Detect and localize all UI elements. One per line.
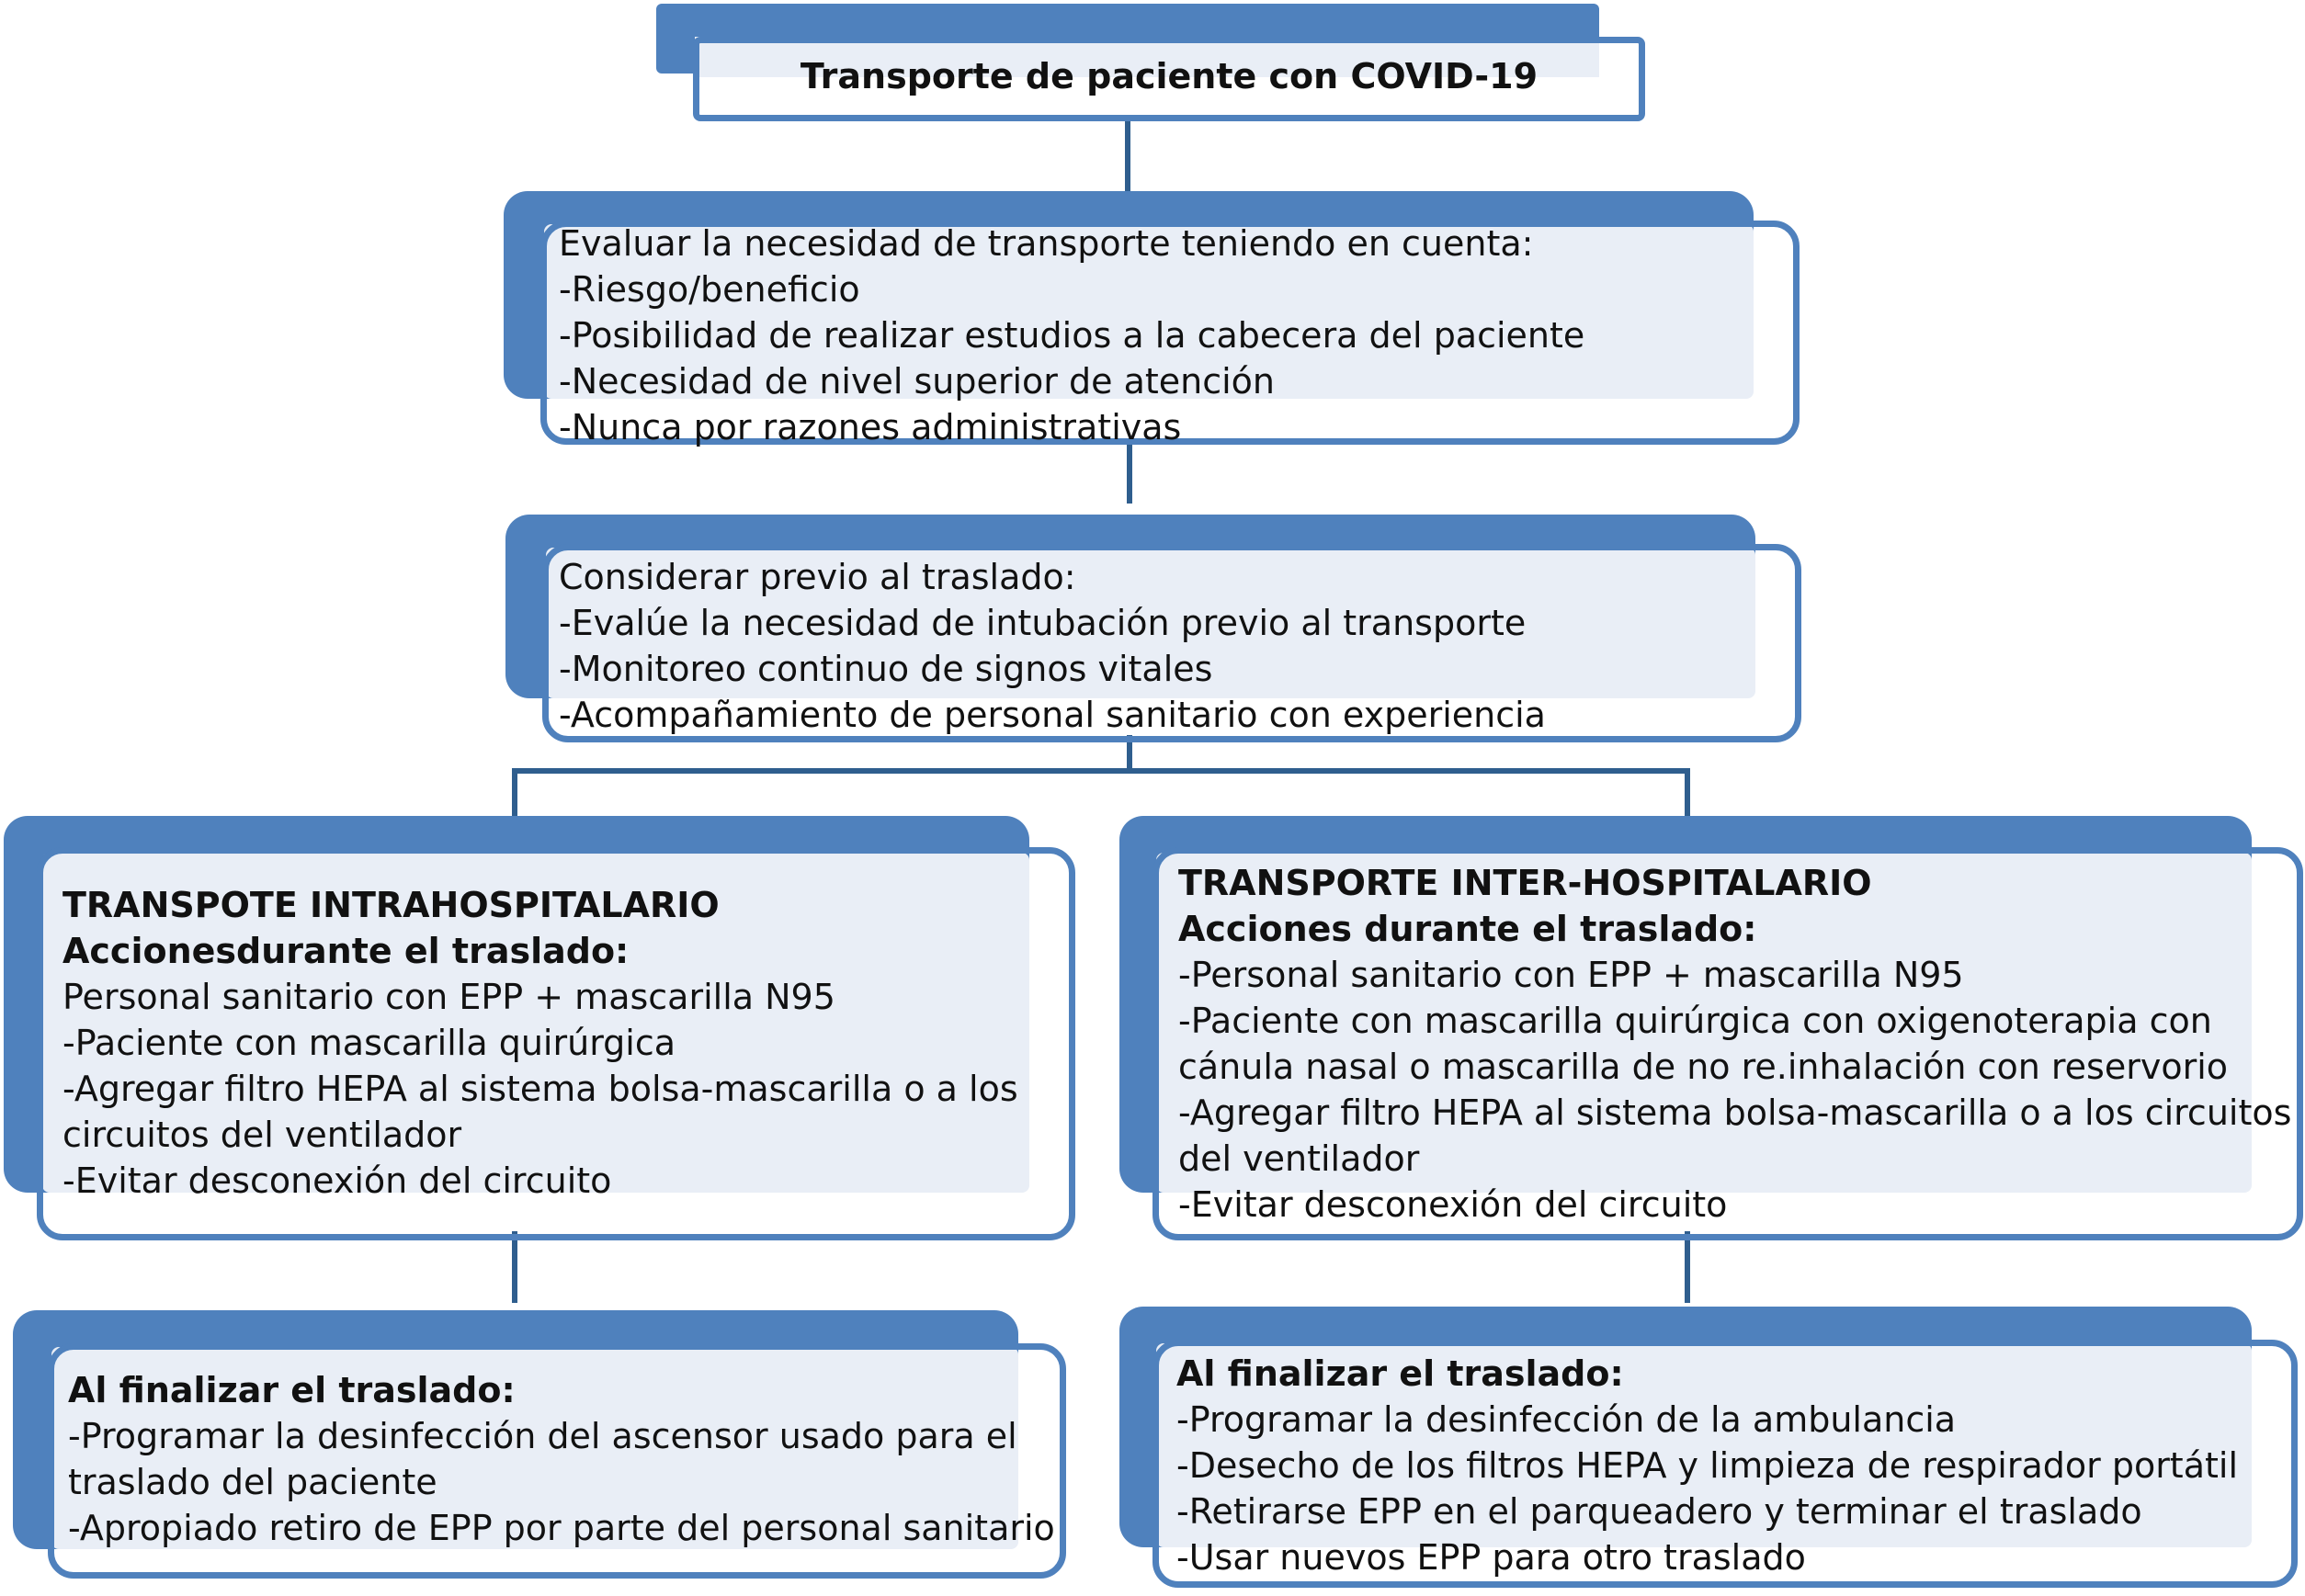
connector-intra-end	[512, 1231, 517, 1303]
inter-end-line: -Programar la desinfección de la ambulan…	[1176, 1399, 1957, 1440]
intra-end-heading: Al finalizar el traslado:	[68, 1370, 516, 1410]
intra-line: circuitos del ventilador	[62, 1115, 462, 1155]
inter-end-line: -Desecho de los filtros HEPA y limpieza …	[1176, 1445, 2239, 1486]
inter-end-node-shade	[1156, 1343, 2252, 1547]
intra-node-shade	[42, 853, 1029, 1193]
connector-inter-end	[1685, 1231, 1690, 1303]
inter-node-shade	[1156, 853, 2252, 1193]
consider-line: -Acompañamiento de personal sanitario co…	[559, 695, 1546, 735]
inter-line: -Personal sanitario con EPP + mascarilla…	[1178, 955, 1964, 995]
evaluate-node-box	[540, 221, 1800, 445]
evaluate-line: -Riesgo/beneficio	[559, 269, 860, 310]
inter-line: cánula nasal o mascarilla de no re.inhal…	[1178, 1047, 2229, 1087]
inter-end-node-text: Al finalizar el traslado: -Programar la …	[1176, 1351, 2238, 1580]
evaluate-node-shade	[544, 224, 1754, 399]
inter-line: -Paciente con mascarilla quirúrgica con …	[1178, 1001, 2212, 1041]
inter-subheading: Acciones durante el traslado:	[1178, 909, 1757, 949]
evaluate-node-text: Evaluar la necesidad de transporte tenie…	[559, 221, 1584, 450]
inter-node-text: TRANSPORTE INTER-HOSPITALARIO Acciones d…	[1178, 860, 2291, 1228]
connector-title-evaluate	[1125, 118, 1130, 195]
consider-line: -Evalúe la necesidad de intubación previ…	[559, 603, 1527, 643]
intra-subheading: Accionesdurante el traslado:	[62, 931, 630, 971]
inter-end-node-box	[1152, 1340, 2298, 1588]
intra-end-node-shade	[51, 1347, 1018, 1549]
intra-end-node-box	[48, 1343, 1066, 1579]
consider-node-shade	[546, 548, 1755, 698]
intra-line: -Evitar desconexión del circuito	[62, 1160, 612, 1201]
inter-node-box	[1152, 847, 2303, 1240]
inter-line: del ventilador	[1178, 1138, 1420, 1179]
evaluate-line: -Posibilidad de realizar estudios a la c…	[559, 315, 1585, 356]
intra-line: -Agregar filtro HEPA al sistema bolsa-ma…	[62, 1069, 1018, 1109]
title-node-shade	[695, 37, 1599, 77]
evaluate-line: -Nunca por razones administrativas	[559, 407, 1182, 447]
intra-node-text: TRANSPOTE INTRAHOSPITALARIO Accionesdura…	[62, 882, 1018, 1204]
consider-line: Considerar previo al traslado:	[559, 557, 1076, 597]
intra-node-box	[37, 847, 1075, 1240]
inter-heading: TRANSPORTE INTER-HOSPITALARIO	[1178, 863, 1872, 903]
connector-evaluate-consider	[1127, 441, 1132, 504]
evaluate-line: -Necesidad de nivel superior de atención	[559, 361, 1275, 402]
intra-line: Personal sanitario con EPP + mascarilla …	[62, 977, 835, 1017]
page-title: Transporte de paciente con COVID-19	[800, 56, 1539, 96]
consider-line: -Monitoreo continuo de signos vitales	[559, 649, 1213, 689]
connector-split-horizontal	[512, 768, 1690, 774]
inter-line: -Agregar filtro HEPA al sistema bolsa-ma…	[1178, 1092, 2292, 1133]
intra-end-line: -Apropiado retiro de EPP por parte del p…	[68, 1508, 1055, 1548]
title-node-text-wrap: Transporte de paciente con COVID-19	[693, 53, 1645, 99]
intra-end-line: -Programar la desinfección del ascensor …	[68, 1416, 1017, 1456]
intra-heading: TRANSPOTE INTRAHOSPITALARIO	[62, 885, 720, 925]
title-node-box	[693, 37, 1645, 121]
evaluate-line: Evaluar la necesidad de transporte tenie…	[559, 223, 1534, 264]
connector-split-intra	[512, 768, 517, 821]
inter-end-line: -Retirarse EPP en el parqueadero y termi…	[1176, 1491, 2142, 1532]
consider-node-text: Considerar previo al traslado: -Evalúe l…	[559, 554, 1546, 738]
inter-end-line: -Usar nuevos EPP para otro traslado	[1176, 1537, 1806, 1578]
connector-split-inter	[1685, 768, 1690, 821]
inter-line: -Evitar desconexión del circuito	[1178, 1184, 1728, 1225]
consider-node-box	[542, 544, 1801, 742]
intra-end-node-text: Al finalizar el traslado: -Programar la …	[68, 1367, 1055, 1551]
inter-end-heading: Al finalizar el traslado:	[1176, 1353, 1624, 1394]
intra-line: -Paciente con mascarilla quirúrgica	[62, 1023, 676, 1063]
connector-consider-split	[1127, 735, 1132, 772]
intra-end-line: traslado del paciente	[68, 1462, 437, 1502]
